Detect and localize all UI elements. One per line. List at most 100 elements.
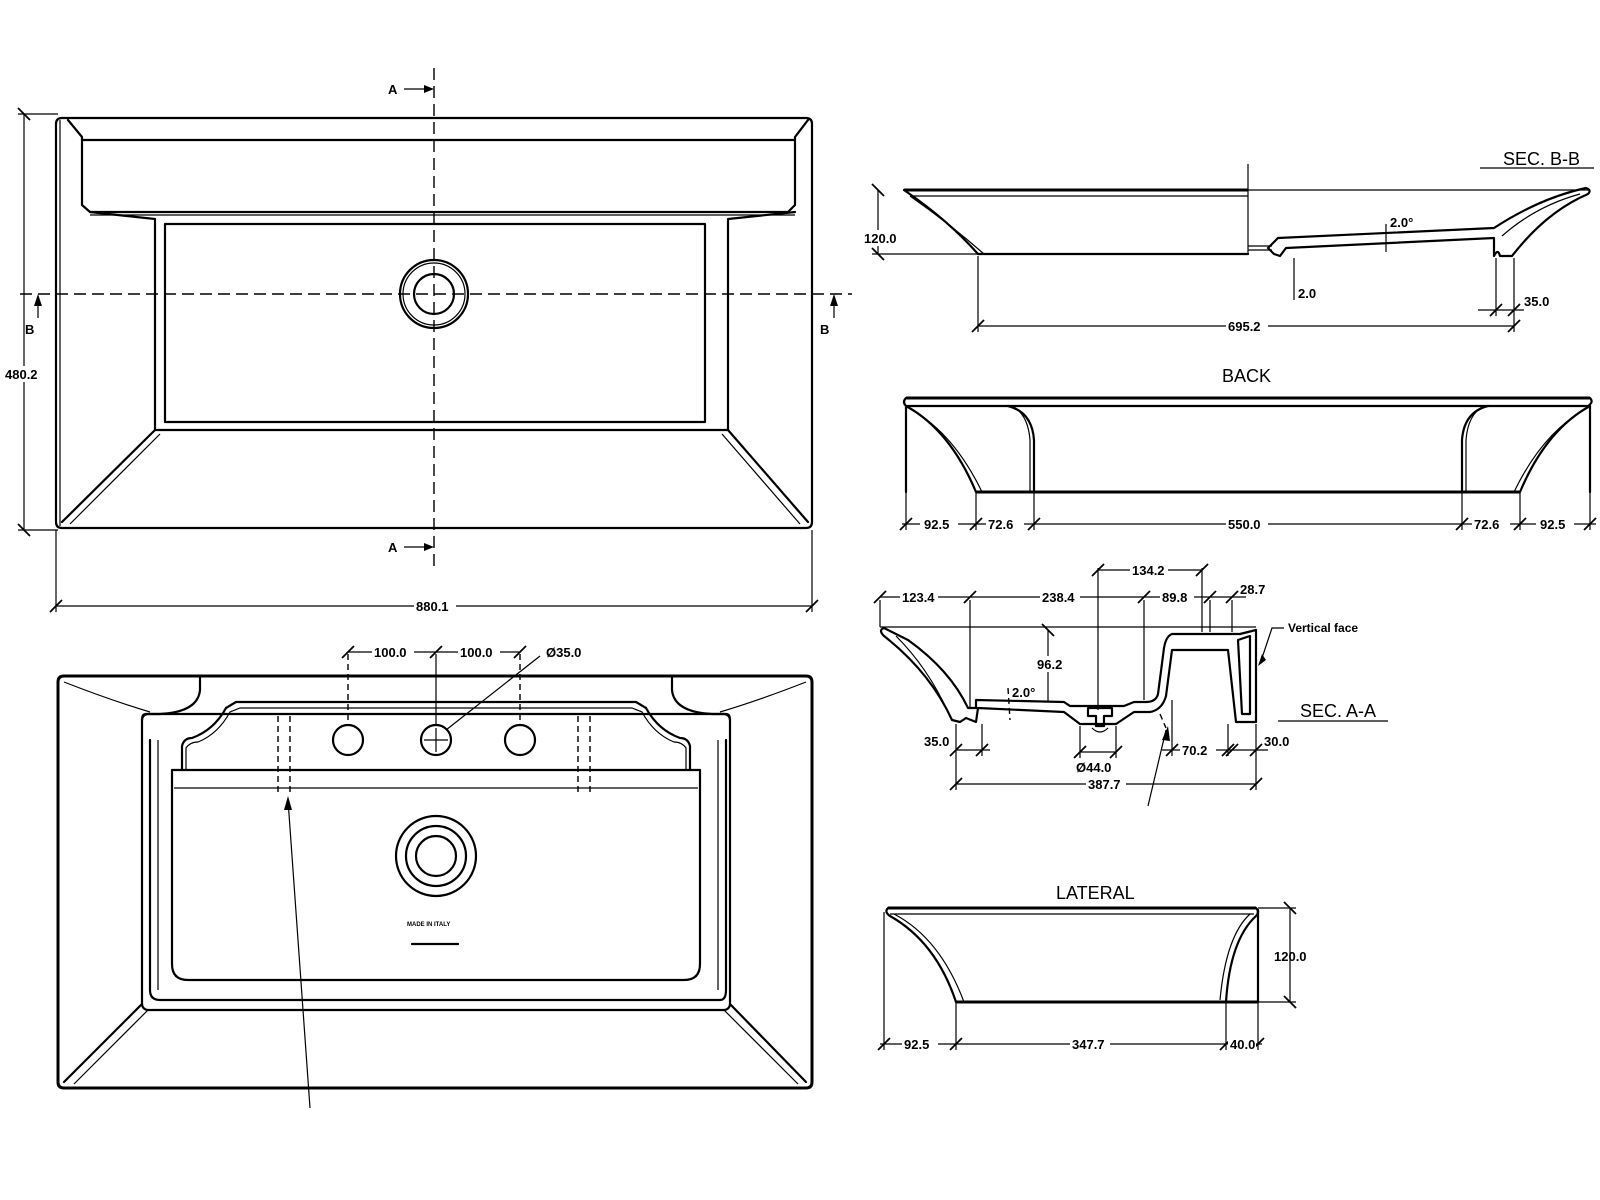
dim-sec-bb-base: 695.2 xyxy=(1228,319,1261,334)
dim-tick xyxy=(17,523,31,537)
dim-tick xyxy=(429,645,443,659)
label-bg xyxy=(1180,742,1216,758)
dim-tick xyxy=(1041,623,1055,637)
dim-slope-ext xyxy=(1007,687,1011,721)
dim-tick xyxy=(1583,517,1597,531)
section-marker-b-left: B xyxy=(25,322,34,337)
leader-line xyxy=(1147,729,1167,807)
arrow-down-icon xyxy=(1258,654,1266,666)
top-view: A A B B 480.2 880.1 xyxy=(4,68,852,614)
dim-sec-bb-height: 120.0 xyxy=(864,231,897,246)
dim-back-0: 92.5 xyxy=(924,517,949,532)
back-title: BACK xyxy=(1222,366,1271,386)
back-right-slope xyxy=(1518,404,1592,494)
back-ledge xyxy=(66,118,810,214)
label-bg xyxy=(920,516,958,532)
underside-bowl xyxy=(170,768,702,982)
sec-aa-left-rib xyxy=(895,635,949,713)
dim-tap-spacing-right: 100.0 xyxy=(460,645,493,660)
label-bg xyxy=(1228,1036,1256,1052)
dim-lateral-0: 92.5 xyxy=(904,1037,929,1052)
dim-tick xyxy=(1225,743,1239,757)
underside-drain-mid xyxy=(404,824,468,888)
dim-tick xyxy=(1283,995,1297,1009)
dim-width-label: 880.1 xyxy=(416,599,449,614)
dim-sec-aa-top-1: 238.4 xyxy=(1042,590,1075,605)
dim-sec-bb-thickness: 2.0 xyxy=(1298,286,1316,301)
dim-tick xyxy=(1203,590,1217,604)
section-marker-a-bottom: A xyxy=(388,540,398,555)
frame-rail xyxy=(148,738,728,1002)
dim-tick xyxy=(1225,590,1239,604)
underside-view: MADE IN ITALY 100.0 100.0 Ø35.0 xyxy=(56,644,814,1109)
section-aa-view: SEC. A-A 123.4 238.4 89.8 28.7 xyxy=(873,562,1388,807)
label-bg xyxy=(458,644,500,660)
back-left-inner-curve xyxy=(1006,404,1036,494)
dim-lateral-height: 120.0 xyxy=(1274,949,1307,964)
dim-tick xyxy=(975,743,989,757)
label-bg xyxy=(1130,562,1168,578)
tap-hole-center xyxy=(419,723,453,757)
dim-sec-aa-slope: 2.0° xyxy=(1012,685,1035,700)
dim-tick xyxy=(871,183,885,197)
slope-right-inner xyxy=(721,433,801,525)
back-rim-lower xyxy=(902,396,1593,408)
back-right-inner-curve-2 xyxy=(1465,405,1485,492)
made-in-italy-stamp: MADE IN ITALY xyxy=(407,922,450,928)
dim-tick xyxy=(1507,319,1521,333)
tap-hole-right xyxy=(503,723,537,757)
label-bg xyxy=(4,366,44,382)
sec-aa-right-cavity xyxy=(1236,634,1252,716)
dim-tick xyxy=(1249,777,1263,791)
arrow-up-icon xyxy=(830,294,838,306)
dim-tick xyxy=(1221,743,1235,757)
back-left-inner-curve-2 xyxy=(1011,405,1031,492)
dim-tick xyxy=(1507,303,1521,317)
lateral-title: LATERAL xyxy=(1056,883,1135,903)
lateral-view: LATERAL 120.0 92.5 347.7 40.0 xyxy=(877,883,1307,1052)
callout-vertical-face: Vertical face xyxy=(1288,621,1358,635)
dim-tick xyxy=(1137,590,1151,604)
dim-sec-aa-drain-diameter: Ø44.0 xyxy=(1076,760,1111,775)
dim-tick xyxy=(971,319,985,333)
dim-tick xyxy=(49,599,63,613)
underside-drain-outer xyxy=(394,814,478,898)
callout-leader xyxy=(1261,627,1284,659)
dim-tick xyxy=(1091,563,1105,577)
dim-tap-hole-diameter: Ø35.0 xyxy=(546,645,581,660)
back-right-slope-inner xyxy=(1513,409,1585,493)
back-left-slope-inner xyxy=(911,409,983,493)
label-bg xyxy=(1472,516,1510,532)
arrow-right-icon xyxy=(424,85,434,93)
leader-line xyxy=(287,799,311,1109)
dim-sec-aa-depth: 96.2 xyxy=(1037,657,1062,672)
lateral-left-slope-inner xyxy=(893,913,965,1003)
bowl-outline xyxy=(88,210,797,432)
underside-slope-left-inner xyxy=(73,1009,149,1085)
dim-tick xyxy=(899,517,913,531)
dim-sec-aa-top-3: 28.7 xyxy=(1240,582,1265,597)
underside-inner-frame xyxy=(140,712,732,1012)
corner-pad-left-curve xyxy=(63,681,151,713)
dim-tick xyxy=(1195,563,1209,577)
dim-tick xyxy=(17,107,31,121)
arrow-right-icon xyxy=(424,543,434,551)
dim-sec-aa-top-2: 89.8 xyxy=(1162,590,1187,605)
arrow-up-icon xyxy=(1162,726,1170,741)
sec-aa-drain-curve xyxy=(1091,727,1109,733)
lateral-right-slope-inner xyxy=(1219,913,1251,1001)
dim-sec-aa-right-cavity: 70.2 xyxy=(1182,743,1207,758)
label-bg xyxy=(1226,516,1268,532)
label-bg xyxy=(372,644,414,660)
label-bg xyxy=(1070,1036,1110,1052)
sec-bb-right-section xyxy=(1266,186,1591,258)
dim-sec-aa-drain-offset: 134.2 xyxy=(1132,563,1165,578)
tap-hole-left xyxy=(331,723,365,757)
sec-aa-drain-trap xyxy=(1086,706,1114,728)
section-aa-title: SEC. A-A xyxy=(1300,701,1376,721)
dim-tick xyxy=(949,777,963,791)
dim-tick xyxy=(1165,743,1179,757)
label-bg xyxy=(986,516,1024,532)
label-bg xyxy=(900,589,938,605)
